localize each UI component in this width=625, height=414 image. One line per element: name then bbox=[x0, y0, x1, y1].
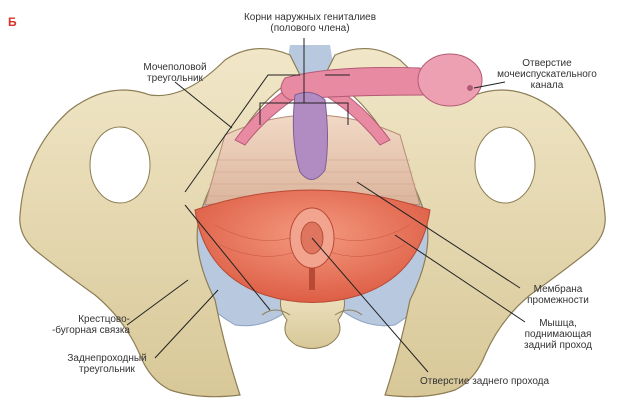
anal-triangle-line bbox=[184, 204, 271, 311]
leader-urethral bbox=[473, 81, 506, 89]
label-genital-roots: Корни наружных гениталиев (полового член… bbox=[243, 12, 377, 34]
obturator-foramen-left bbox=[89, 126, 151, 204]
leader-anal-opening bbox=[311, 237, 429, 373]
glans bbox=[417, 53, 483, 107]
urethral-meatus bbox=[467, 85, 473, 91]
label-perineal-membrane: Мембрана промежности bbox=[527, 284, 589, 306]
leader-anal-triangle bbox=[154, 289, 219, 359]
leader-urogenital bbox=[174, 81, 233, 129]
label-anal-opening: Отверстие заднего прохода bbox=[420, 376, 550, 387]
leader-sacrotuberous bbox=[126, 279, 189, 326]
label-anal-triangle: Заднепроходный треугольник bbox=[67, 353, 147, 375]
label-sacrotuberous-ligament: Крестцово- -бугорная связка bbox=[51, 314, 130, 336]
label-urethral-opening: Отверстие мочеиспускательного канала bbox=[497, 58, 597, 91]
leader-membrane bbox=[356, 181, 521, 289]
label-levator-ani: Мышца, поднимающая задний проход bbox=[524, 318, 592, 351]
penis-shaft bbox=[280, 66, 426, 101]
label-urogenital-triangle: Мочеполовой треугольник bbox=[143, 62, 207, 84]
urogenital-triangle-line bbox=[184, 74, 300, 193]
ligament-top bbox=[285, 45, 335, 75]
leader-levator bbox=[394, 234, 526, 323]
obturator-foramen-right bbox=[474, 126, 536, 204]
bulb-of-penis bbox=[292, 91, 328, 180]
panel-letter: Б bbox=[8, 15, 17, 29]
